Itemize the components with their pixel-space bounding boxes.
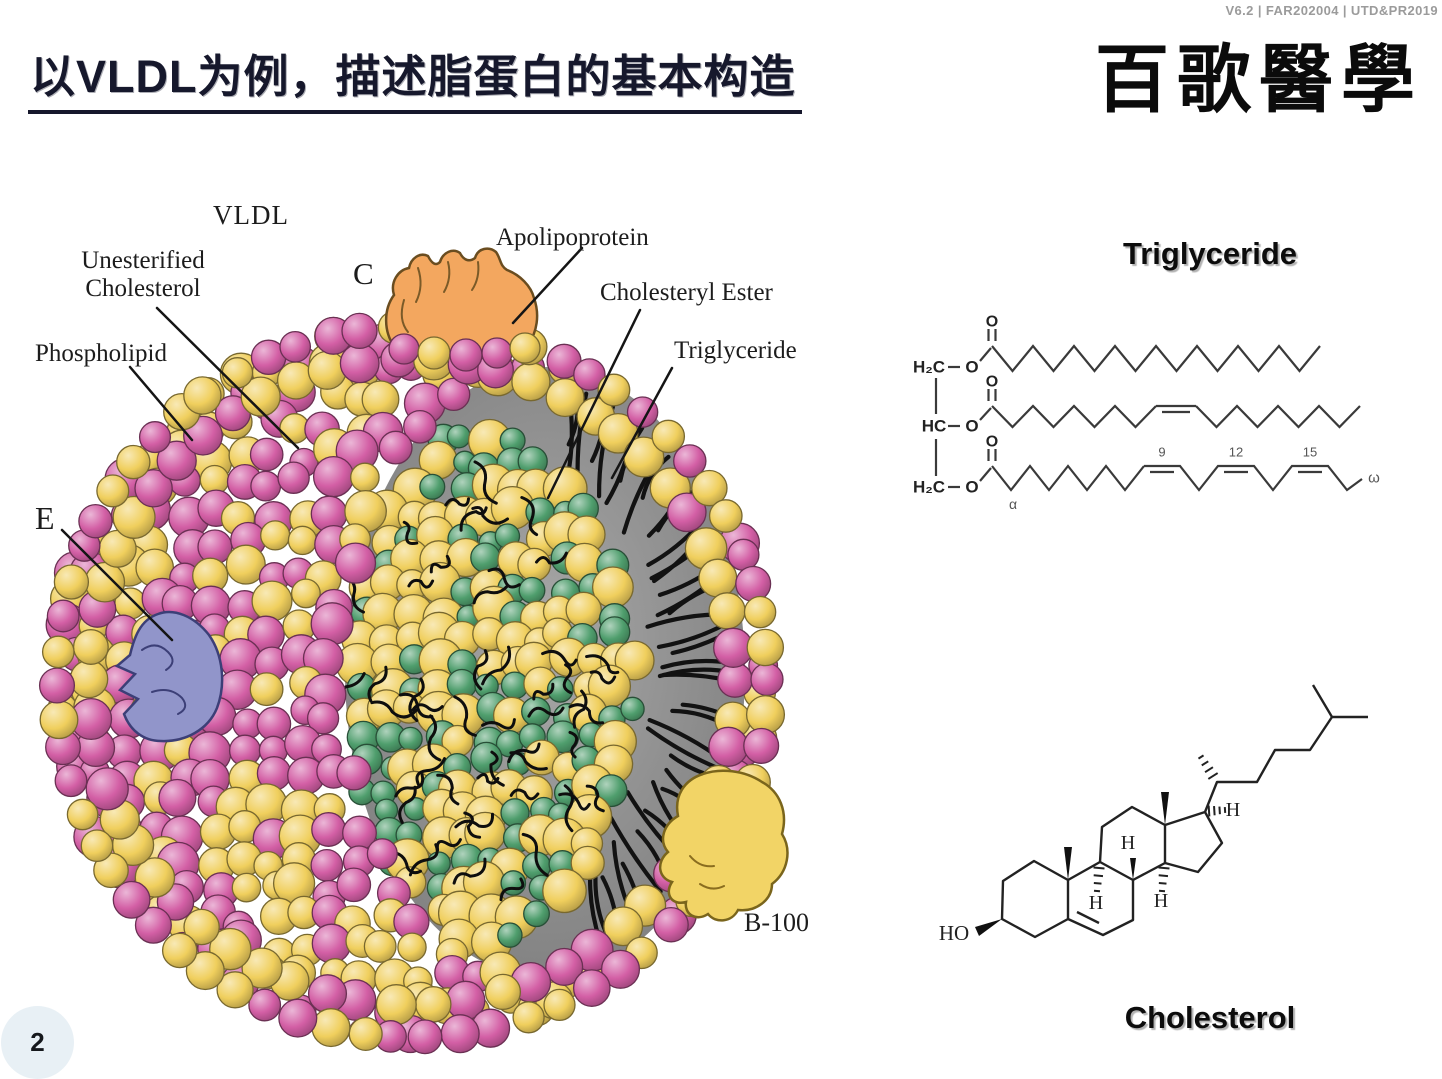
brand-logo: 百歌醫學	[1078, 20, 1440, 127]
page-title: 以VLDL为例，描述脂蛋白的基本构造	[28, 40, 802, 114]
svg-text:HO: HO	[939, 921, 969, 945]
svg-text:α: α	[1009, 496, 1017, 512]
vldl-particle	[40, 249, 788, 1054]
svg-text:O: O	[986, 434, 998, 451]
version-tag: V6.2 | FAR202004 | UTD&PR2019	[1225, 3, 1438, 18]
label-apolipoprotein-c: C	[353, 256, 374, 292]
svg-text:H₂C: H₂C	[913, 478, 945, 497]
page-number-badge: 2	[1, 1006, 74, 1079]
triglyceride-figure-title: Triglyceride	[1095, 236, 1325, 272]
svg-text:H: H	[1154, 890, 1168, 912]
svg-text:H: H	[1089, 892, 1103, 914]
svg-text:H: H	[1121, 832, 1135, 854]
cholesterol-figure-title: Cholesterol	[1095, 1000, 1325, 1036]
triglyceride-structure	[936, 329, 1362, 490]
svg-text:H: H	[1226, 799, 1240, 821]
svg-text:HC: HC	[922, 417, 947, 436]
svg-text:O: O	[965, 358, 978, 377]
label-apolipoprotein-e: E	[35, 500, 55, 537]
label-triglyceride-callout: Triglyceride	[674, 337, 797, 365]
apo-b100-protein	[660, 771, 787, 921]
svg-text:O: O	[965, 417, 978, 436]
label-phospholipid: Phospholipid	[35, 340, 167, 368]
label-apolipoprotein-b100: B-100	[744, 908, 809, 938]
label-unesterified-line2: Cholesterol	[55, 275, 231, 303]
label-unesterified-cholesterol: Unesterified Cholesterol	[55, 247, 231, 303]
svg-text:9: 9	[1158, 445, 1165, 460]
label-vldl: VLDL	[213, 200, 289, 231]
label-unesterified-line1: Unesterified	[55, 247, 231, 275]
svg-text:12: 12	[1229, 445, 1243, 460]
svg-text:ω: ω	[1368, 470, 1380, 487]
label-apolipoprotein: Apolipoprotein	[496, 224, 649, 252]
page-number: 2	[30, 1027, 44, 1058]
svg-text:H₂C: H₂C	[913, 358, 945, 377]
svg-text:O: O	[965, 478, 978, 497]
svg-text:O: O	[986, 374, 998, 391]
svg-text:O: O	[986, 314, 998, 331]
cholesterol-structure	[975, 685, 1368, 937]
svg-text:15: 15	[1303, 445, 1317, 460]
label-cholesteryl-ester: Cholesteryl Ester	[600, 279, 773, 307]
